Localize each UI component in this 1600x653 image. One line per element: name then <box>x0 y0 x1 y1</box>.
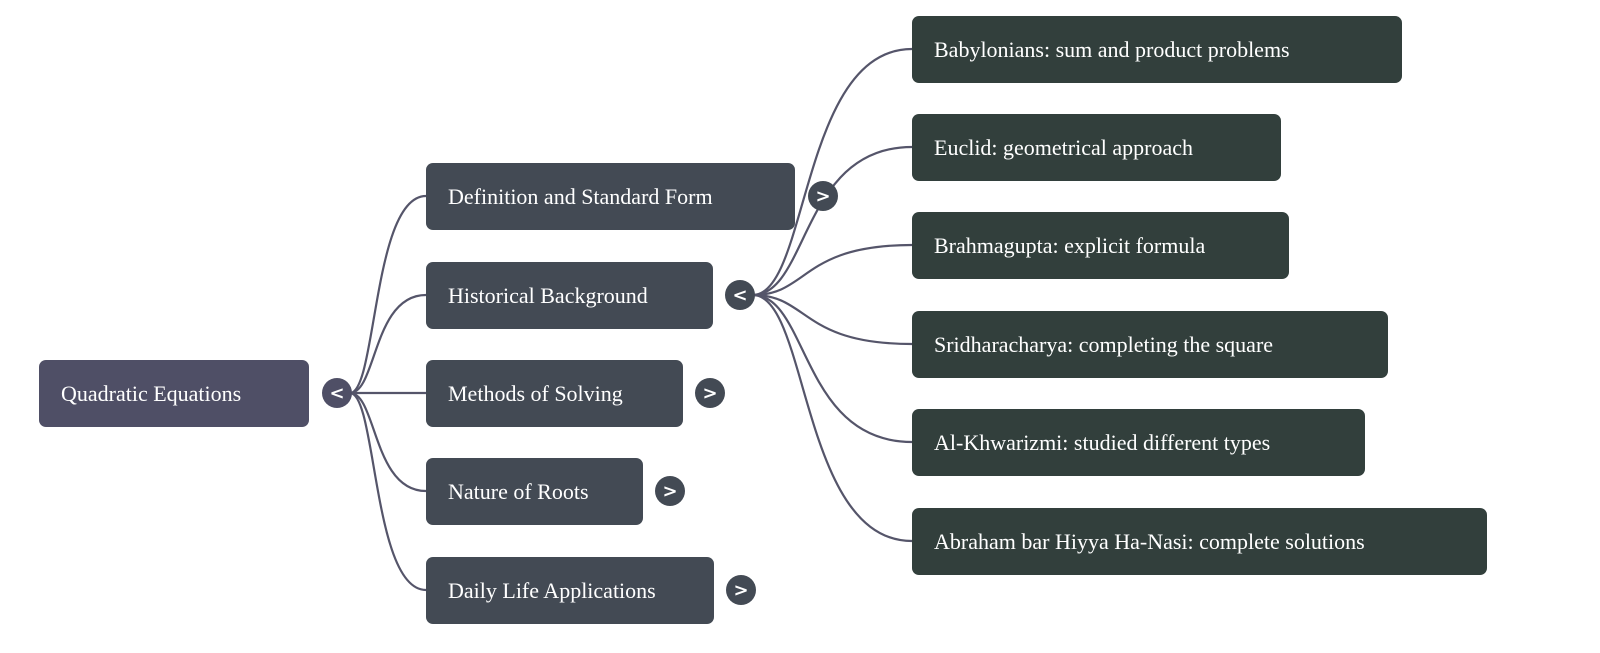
leaf-euclid[interactable]: Euclid: geometrical approach <box>912 114 1281 181</box>
root-collapse-toggle[interactable]: < <box>322 378 352 408</box>
branch-definition-expand-toggle[interactable]: > <box>808 181 838 211</box>
edge-history-leaf-4 <box>752 293 913 444</box>
leaf-brahmagupta[interactable]: Brahmagupta: explicit formula <box>912 212 1289 279</box>
edge-history-leaf-2 <box>752 243 913 297</box>
branch-daily-life-expand-toggle[interactable]: > <box>726 575 756 605</box>
branch-nature[interactable]: Nature of Roots <box>426 458 643 525</box>
edge-history-leaf-1 <box>752 145 913 297</box>
branch-history-collapse-toggle[interactable]: < <box>725 280 755 310</box>
leaf-babylonians[interactable]: Babylonians: sum and product problems <box>912 16 1402 83</box>
edge-history-leaf-0 <box>752 47 913 297</box>
branch-nature-expand-toggle[interactable]: > <box>655 476 685 506</box>
leaf-abraham-bar-hiyya[interactable]: Abraham bar Hiyya Ha-Nasi: complete solu… <box>912 508 1487 575</box>
edge-history-leaf-3 <box>752 293 913 346</box>
edge-root-branch-0 <box>349 194 427 395</box>
edge-root-branch-4 <box>349 391 427 592</box>
leaf-sridharacharya[interactable]: Sridharacharya: completing the square <box>912 311 1388 378</box>
branch-methods[interactable]: Methods of Solving <box>426 360 683 427</box>
edge-root-branch-1 <box>349 293 427 395</box>
edge-history-leaf-5 <box>752 293 913 543</box>
branch-daily-life[interactable]: Daily Life Applications <box>426 557 714 624</box>
branch-methods-expand-toggle[interactable]: > <box>695 378 725 408</box>
branch-definition[interactable]: Definition and Standard Form <box>426 163 795 230</box>
branch-history[interactable]: Historical Background <box>426 262 713 329</box>
root-node[interactable]: Quadratic Equations <box>39 360 309 427</box>
leaf-al-khwarizmi[interactable]: Al-Khwarizmi: studied different types <box>912 409 1365 476</box>
edge-root-branch-3 <box>349 391 427 493</box>
